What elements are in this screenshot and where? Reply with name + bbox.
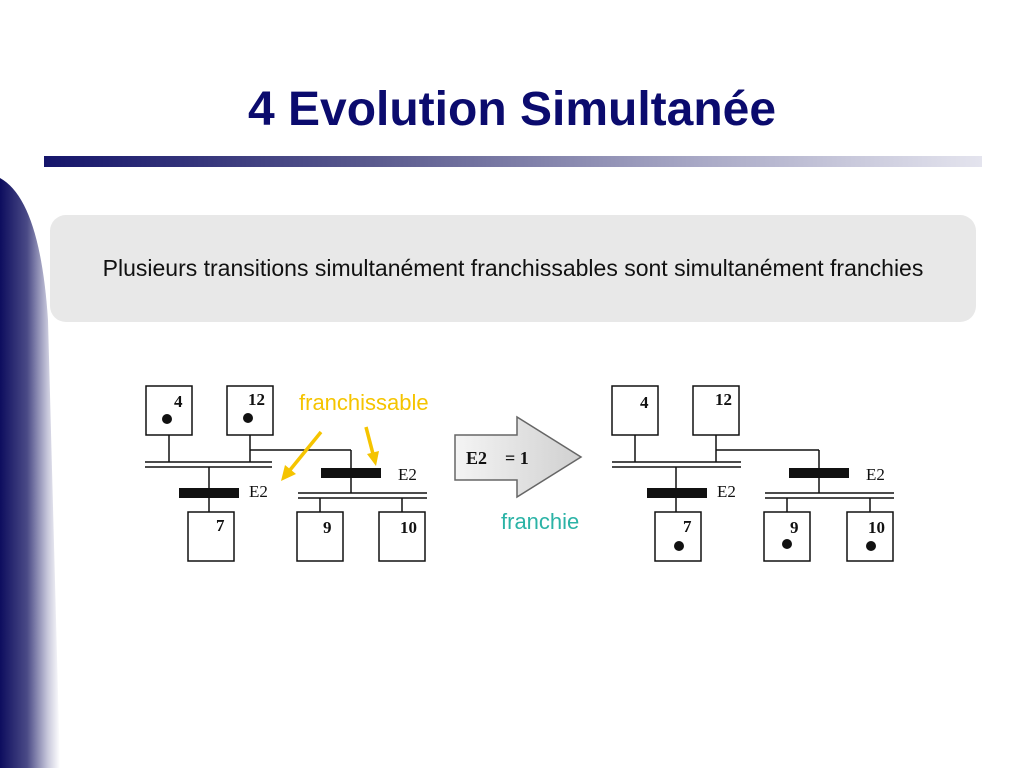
step-9-after (763, 511, 811, 562)
grafcet-before (145, 385, 427, 562)
step-12-label-after: 12 (715, 390, 732, 409)
step-7-label-after: 7 (683, 517, 692, 536)
token-step-9-after (782, 539, 792, 549)
side-decoration-band (0, 178, 60, 768)
step-9-label-before: 9 (323, 518, 332, 537)
slide-title: 4 Evolution Simultanée (247, 83, 777, 136)
transition-2-before (321, 468, 381, 478)
step-10-label-after: 10 (868, 518, 885, 537)
step-10-after (846, 511, 894, 562)
title-underline-bar (44, 156, 982, 167)
franchissable-arrow-right (364, 426, 375, 455)
step-4-before (145, 385, 193, 436)
receptivity-1-before: E2 (249, 482, 268, 501)
step-12-label-before: 12 (248, 390, 265, 409)
description-callout: Plusieurs transitions simultanément fran… (50, 215, 976, 322)
token-step-4-before (162, 414, 172, 424)
description-text: Plusieurs transitions simultanément fran… (102, 255, 924, 281)
receptivity-2-after: E2 (866, 465, 885, 484)
arrow-condition-value: = 1 (505, 448, 529, 468)
step-7-before (187, 511, 235, 562)
step-4-label-after: 4 (640, 393, 649, 412)
receptivity-1-after: E2 (717, 482, 736, 501)
franchie-label: franchie (501, 509, 579, 534)
step-4-label-before: 4 (174, 392, 183, 411)
transition-1-before (179, 488, 239, 498)
franchissable-arrow-left (288, 430, 323, 472)
step-9-before (296, 511, 344, 562)
token-step-12-before (243, 413, 253, 423)
step-7-after (654, 511, 702, 562)
step-12-after (692, 385, 740, 436)
franchissable-label: franchissable (299, 390, 429, 415)
receptivity-2-before: E2 (398, 465, 417, 484)
token-step-10-after (866, 541, 876, 551)
transition-2-after (789, 468, 849, 478)
grafcet-diagram: 4 12 7 9 10 E2 E2 franchissable E2 = 1 f… (145, 385, 894, 562)
step-7-label-before: 7 (216, 516, 225, 535)
grafcet-after (611, 385, 894, 562)
arrow-condition-var: E2 (466, 448, 487, 468)
transition-1-after (647, 488, 707, 498)
step-9-label-after: 9 (790, 518, 799, 537)
step-10-label-before: 10 (400, 518, 417, 537)
token-step-7-after (674, 541, 684, 551)
evolution-arrow (454, 415, 583, 499)
step-4-after (611, 385, 659, 436)
